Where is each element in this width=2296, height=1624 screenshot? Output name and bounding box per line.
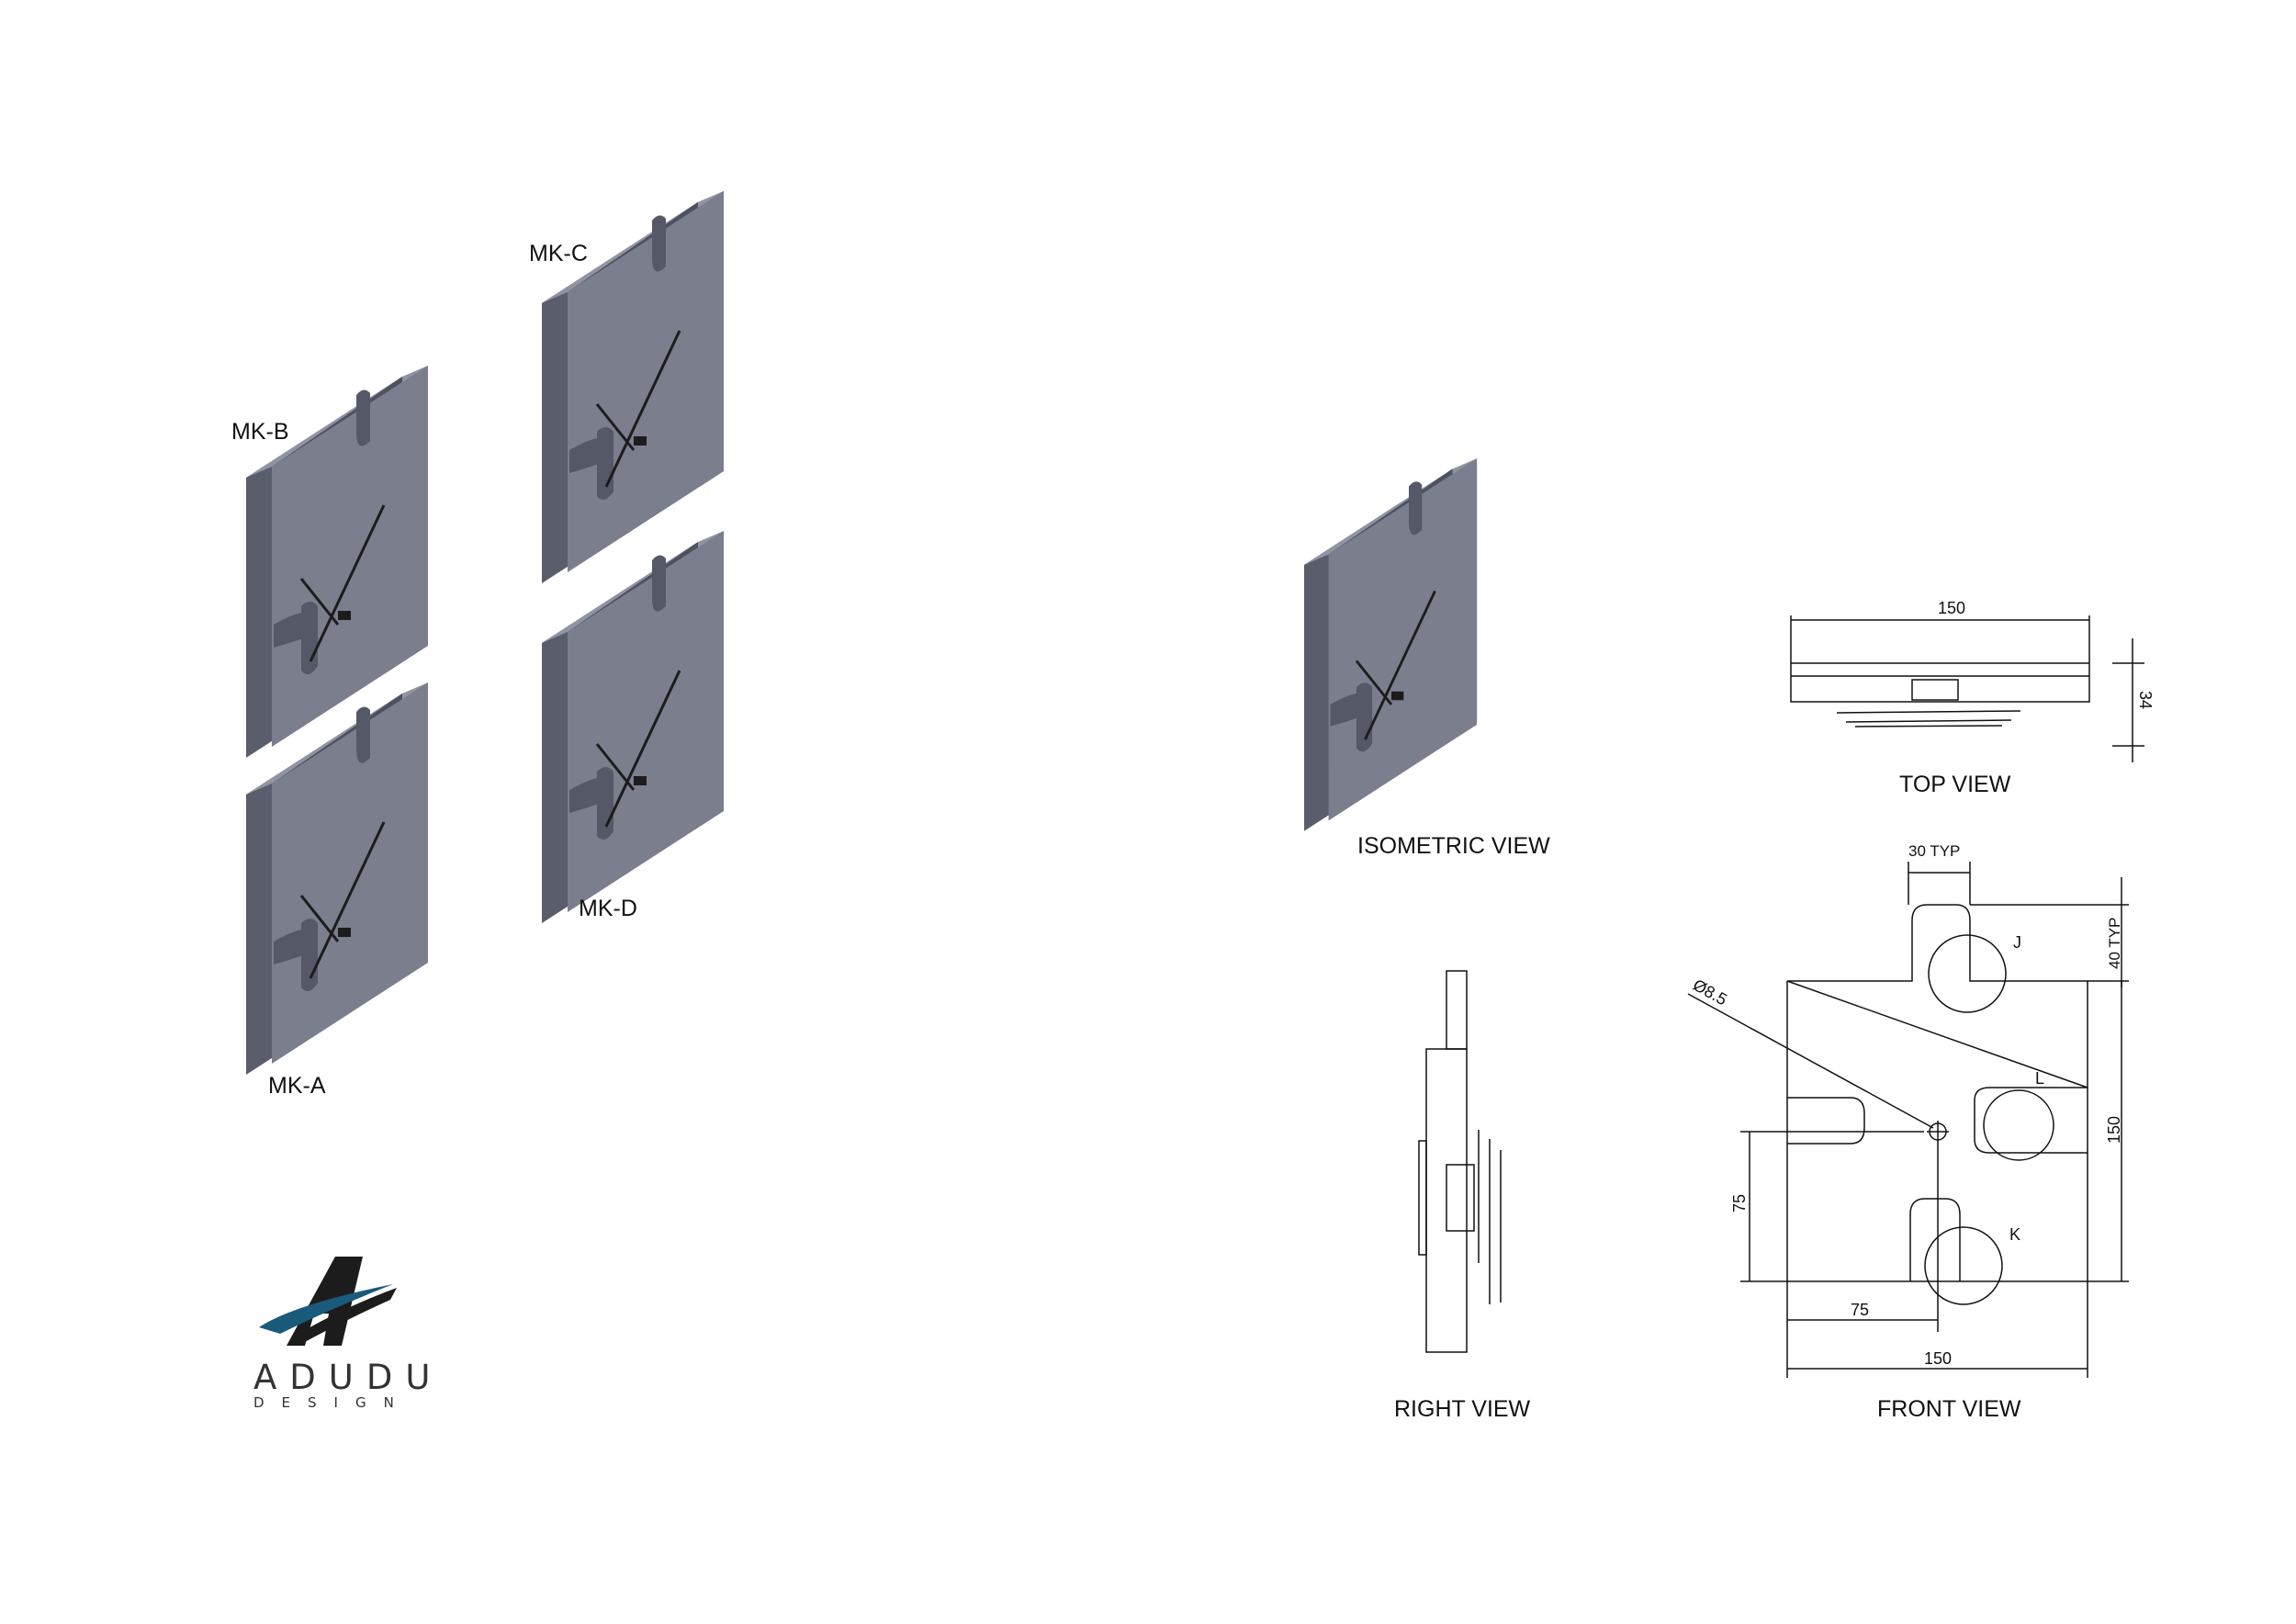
block-mk-c <box>540 189 726 585</box>
front-width-dim: 150 <box>1924 1349 1952 1368</box>
logo-name: ADUDU <box>253 1358 444 1397</box>
mark-label-b: MK-B <box>231 419 289 445</box>
block-mk-d <box>540 529 726 925</box>
callout-l: L <box>2035 1069 2044 1088</box>
isometric-view-label: ISOMETRIC VIEW <box>1357 833 1550 859</box>
isometric-piece <box>1302 457 1479 833</box>
front-height-dim: 150 <box>2105 1116 2123 1144</box>
front-view-label: FRONT VIEW <box>1877 1396 2021 1422</box>
logo-mark <box>259 1257 397 1346</box>
tab-height-dim: 40 TYP <box>2106 918 2123 969</box>
mark-label-a: MK-A <box>268 1073 326 1099</box>
top-view-label: TOP VIEW <box>1899 772 2011 797</box>
callout-j: J <box>2013 933 2021 952</box>
callout-k: K <box>2009 1225 2020 1244</box>
hole-dia-dim: Ø8.5 <box>1690 976 1730 1009</box>
front-view <box>1687 862 2129 1378</box>
hole-y-dim: 75 <box>1730 1194 1749 1212</box>
right-view <box>1418 970 1502 1353</box>
top-width-dim: 150 <box>1938 599 1965 617</box>
mark-label-c: MK-C <box>529 241 588 266</box>
right-view-label: RIGHT VIEW <box>1394 1396 1531 1422</box>
top-depth-dim: 34 <box>2136 691 2155 709</box>
top-view <box>1790 615 2144 762</box>
mark-label-d: MK-D <box>579 896 637 921</box>
tab-width-dim: 30 TYP <box>1908 842 1960 860</box>
logo-subtitle: DESIGN <box>253 1394 411 1411</box>
hole-x-dim: 75 <box>1851 1301 1869 1319</box>
